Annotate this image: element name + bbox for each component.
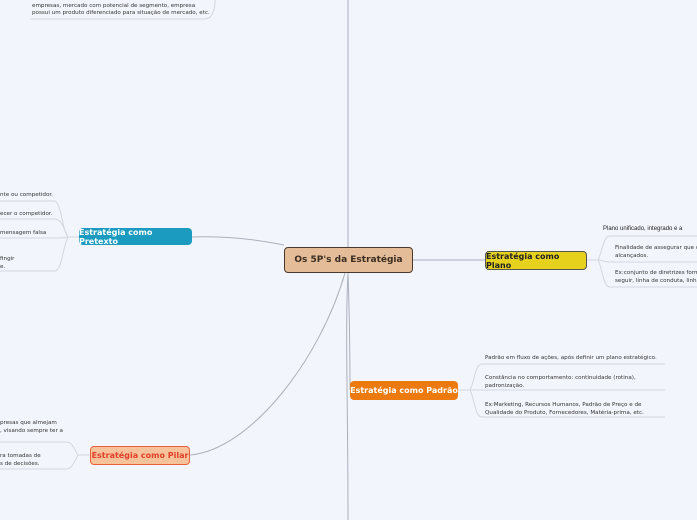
node-padrao[interactable]: Estratégia como Padrão	[350, 381, 458, 400]
topic-padrao-2[interactable]: Constância no comportamento: continuidad…	[485, 375, 636, 389]
node-plano[interactable]: Estratégia como Plano	[485, 251, 587, 270]
topic-plano-1[interactable]: Plano unificado, integrado e a	[603, 226, 683, 232]
topic-pretexto-4[interactable]: fingir e.	[0, 256, 15, 270]
topic-padrao-3[interactable]: Ex:Marketing, Recursos Humanos, Padrão d…	[485, 402, 644, 416]
node-pretexto[interactable]: Estratégia como Pretexto	[79, 228, 192, 246]
topic-pilar-2[interactable]: ra tomadas de s de decisões.	[0, 453, 41, 467]
topic-top-example[interactable]: Ex:pesquisas estratégicas, mercado não e…	[32, 0, 210, 16]
topic-pretexto-2[interactable]: ecer o competidor.	[0, 211, 53, 217]
topic-pretexto-1[interactable]: nte ou competidor.	[0, 192, 53, 198]
node-pilar[interactable]: Estratégia como Pilar	[90, 446, 190, 465]
topic-pilar-1[interactable]: presas que almejam , visando sempre ter …	[0, 420, 63, 434]
topic-pretexto-3[interactable]: mensagem falsa	[0, 230, 47, 236]
central-node[interactable]: Os 5P's da Estratégia	[284, 247, 413, 273]
topic-padrao-1[interactable]: Padrão em fluxo de ações, após definir u…	[485, 355, 657, 361]
topic-plano-2[interactable]: Finalidade de assegurar que o alcançados…	[615, 245, 697, 259]
topic-plano-3[interactable]: Ex:conjunto de diretrizes form seguir, l…	[615, 270, 697, 284]
